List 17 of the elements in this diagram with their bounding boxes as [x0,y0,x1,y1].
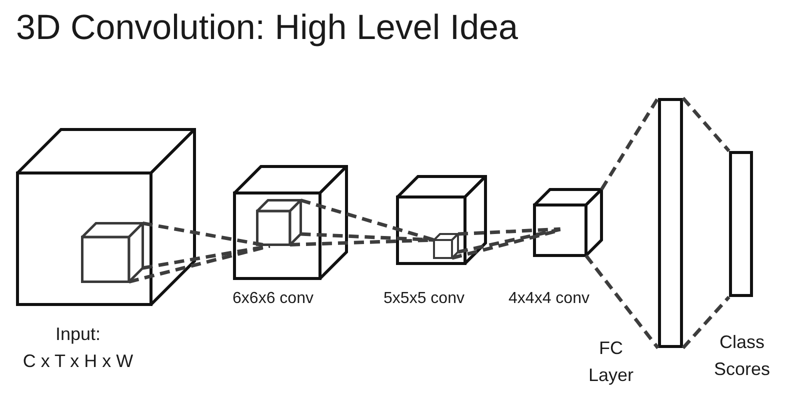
dashed-line [458,228,561,254]
layer-caption: Class Scores [714,331,770,381]
dashed-line [682,96,730,152]
dashed-line [300,232,434,242]
layer-caption: FC Layer [588,337,634,387]
dashed-line [458,227,560,236]
layer-caption: 6x6x6 conv [232,289,314,309]
dashed-line [682,296,730,350]
title: 3D Convolution: High Level Idea [16,7,518,49]
dashed-line [600,97,660,190]
dashed-line [584,254,660,350]
layer-caption: 5x5x5 conv [384,289,464,309]
dashed-line [142,244,270,270]
layer-caption: Input: C x T x H x W [22,323,134,373]
layer-caption: 4x4x4 conv [508,289,590,309]
dashed-line [128,244,270,284]
dashed-line [300,198,434,242]
